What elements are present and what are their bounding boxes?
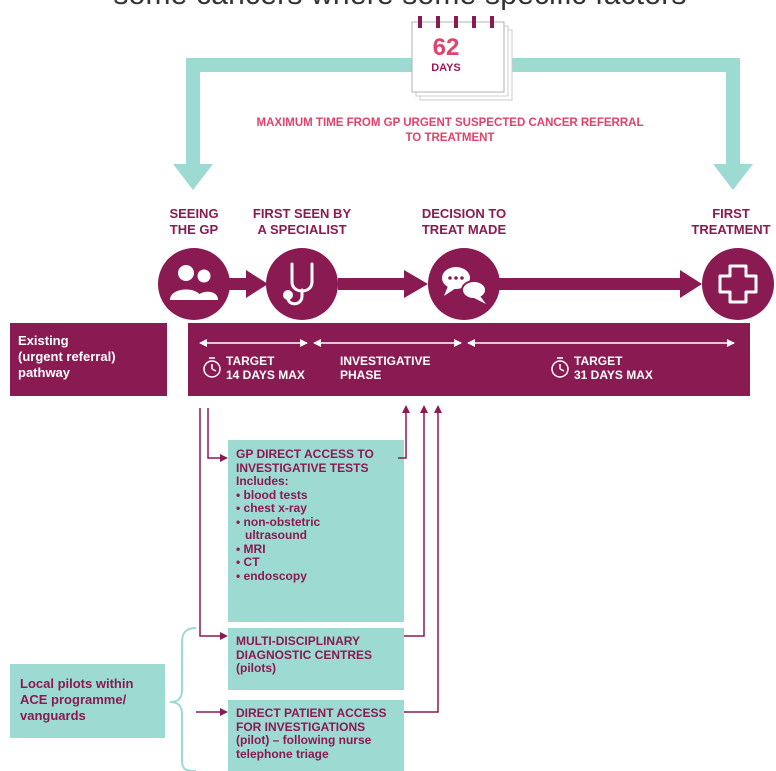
stopwatch-icon-2 (551, 357, 569, 378)
list-item: ultrasound (245, 528, 307, 542)
calendar-unit: DAYS (431, 62, 461, 74)
existing-label-line: pathway (18, 365, 71, 380)
stage-label-line: THE GP (169, 222, 219, 237)
existing-pathway-bar (188, 323, 750, 396)
stage-label-seeing-gp: SEEING THE GP (144, 206, 244, 238)
stage-label-specialist: FIRST SEEN BY A SPECIALIST (240, 206, 364, 238)
stage-label-decision: DECISION TO TREAT MADE (404, 206, 524, 238)
calendar-icon (411, 16, 513, 101)
target-line: TARGET (226, 354, 275, 368)
investigative-phase: INVESTIGATIVE PHASE (340, 354, 450, 382)
list-item: • chest x-ray (236, 501, 307, 515)
target-line: 14 DAYS MAX (226, 368, 305, 382)
direct-patient-line: DIRECT PATIENT ACCESS (236, 706, 387, 720)
people-icon (170, 265, 218, 300)
partial-header-text: some cancers where some specific factors (40, 0, 760, 12)
existing-label-line: Existing (18, 333, 69, 348)
medical-cross-icon (718, 264, 758, 304)
list-item: • blood tests (236, 487, 308, 502)
pilots-line: ACE programme/ (20, 692, 127, 707)
direct-patient-line: telephone triage (236, 746, 329, 761)
gp-access-title: GP DIRECT ACCESS TO (236, 447, 374, 461)
local-pilots-text: Local pilots within ACE programme/ vangu… (20, 676, 160, 724)
list-item: • endoscopy (236, 568, 307, 583)
stage-label-line: FIRST SEEN BY (252, 206, 352, 221)
mdc-line: (pilots) (236, 661, 276, 675)
target-31-days: TARGET 31 DAYS MAX (574, 354, 684, 382)
timeline-arrows (228, 270, 702, 298)
connector-lines (196, 405, 442, 716)
list-item: • CT (236, 555, 260, 569)
specialist-circle (266, 248, 338, 320)
direct-patient-line: (pilot) – following nurse (236, 733, 372, 747)
maximum-time-line1: MAXIMUM TIME FROM GP URGENT SUSPECTED CA… (256, 117, 644, 129)
mdc-line: DIAGNOSTIC CENTRES (236, 647, 373, 662)
speech-bubbles-icon (442, 267, 487, 304)
mdc-line: MULTI-DISCIPLINARY (236, 634, 360, 648)
local-pilots-box (10, 664, 165, 738)
phase-line: PHASE (340, 368, 382, 382)
target-line: TARGET (574, 354, 623, 368)
existing-pathway-label: Existing (urgent referral) pathway (18, 333, 163, 381)
stage-label-treatment: FIRST TREATMENT (686, 206, 776, 238)
mdc-box (228, 628, 404, 690)
maximum-time-line2: TO TREATMENT (405, 132, 495, 144)
stage-label-line: TREAT MADE (421, 222, 507, 237)
stage-label-line: A SPECIALIST (257, 222, 347, 237)
stage-label-line: DECISION TO (421, 206, 507, 221)
stage-label-line: SEEING (169, 206, 219, 221)
pilots-brace (169, 627, 197, 771)
stethoscope-icon (283, 262, 314, 306)
existing-label-line: (urgent referral) (18, 349, 116, 364)
gp-access-text: GP DIRECT ACCESS TO INVESTIGATIVE TESTS … (236, 447, 400, 584)
list-item: • MRI (236, 541, 266, 556)
teal-bracket-arrows (173, 58, 753, 190)
stopwatch-icon (203, 357, 221, 378)
direct-patient-line: FOR INVESTIGATIONS (236, 719, 366, 734)
phase-line: INVESTIGATIVE (340, 354, 431, 368)
gp-access-box (228, 440, 404, 622)
existing-label-bar (10, 323, 167, 396)
target-line: 31 DAYS MAX (574, 368, 653, 382)
calendar-number: 62 (432, 34, 460, 61)
direct-patient-text: DIRECT PATIENT ACCESS FOR INVESTIGATIONS… (236, 706, 402, 761)
gp-access-title: INVESTIGATIVE TESTS (236, 460, 369, 475)
stage-label-line: FIRST (712, 206, 750, 221)
maximum-time-caption: MAXIMUM TIME FROM GP URGENT SUSPECTED CA… (230, 116, 670, 146)
direct-patient-box (228, 700, 404, 771)
pilots-line: vanguards (20, 708, 86, 723)
list-item: • non-obstetric (236, 514, 321, 529)
target-14-days: TARGET 14 DAYS MAX (226, 354, 326, 382)
gp-access-includes: Includes: (236, 474, 289, 488)
seeing-gp-circle (158, 248, 230, 320)
pilots-line: Local pilots within (20, 676, 134, 691)
stage-label-line: TREATMENT (691, 222, 771, 237)
mdc-text: MULTI-DISCIPLINARY DIAGNOSTIC CENTRES (p… (236, 634, 400, 676)
test-list: • blood tests • chest x-ray • non-obstet… (236, 487, 400, 584)
